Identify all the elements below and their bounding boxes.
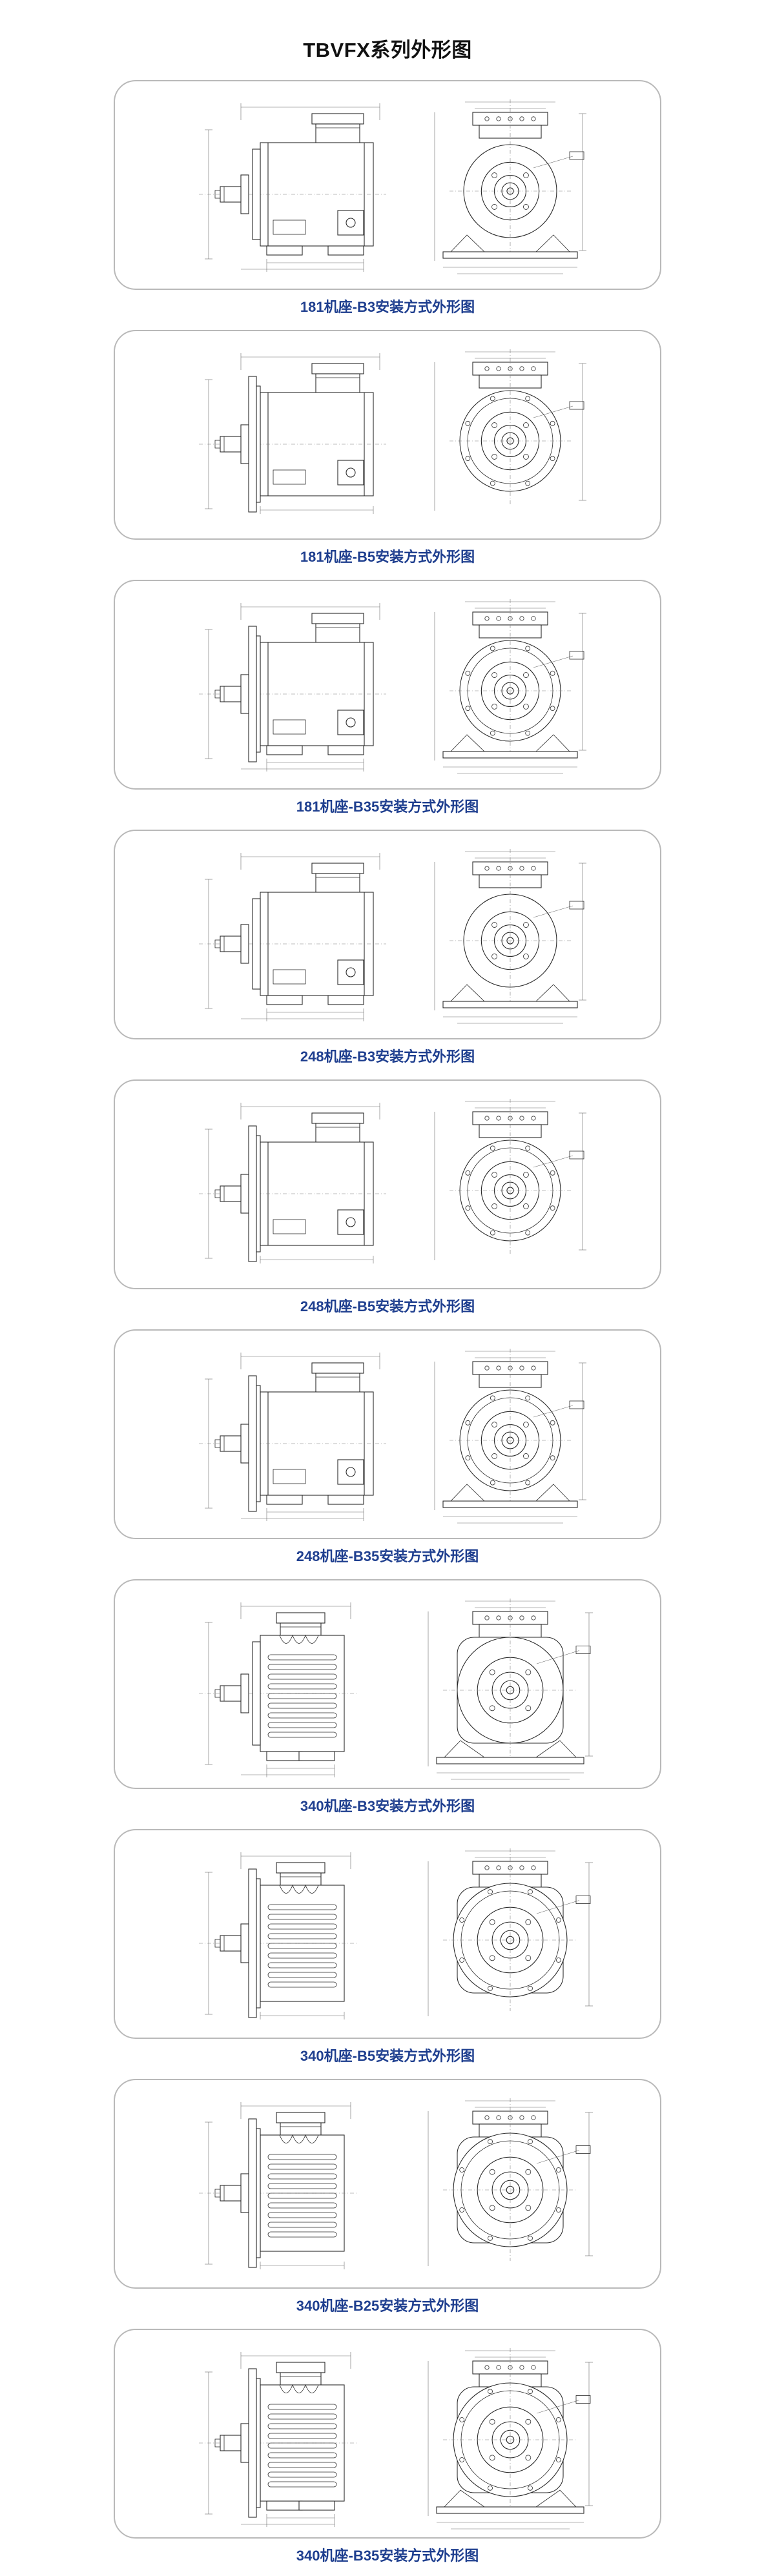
- drawing-card: [114, 2079, 661, 2289]
- end-view: [434, 99, 586, 274]
- drawing-caption: 181机座-B5安装方式外形图: [300, 549, 475, 565]
- side-view: [199, 103, 386, 272]
- end-view: [428, 2348, 593, 2530]
- drawing-caption: 340机座-B35安装方式外形图: [296, 2548, 479, 2564]
- dimension-drawing: [199, 349, 586, 514]
- drawing-caption: 248机座-B35安装方式外形图: [296, 1548, 479, 1564]
- drawing-caption: 340机座-B3安装方式外形图: [300, 1798, 475, 1814]
- end-view: [434, 849, 586, 1024]
- side-view: [199, 353, 386, 514]
- drawing-card: [114, 830, 661, 1039]
- dimension-drawing: [199, 2098, 593, 2269]
- drawing-caption: 181机座-B35安装方式外形图: [296, 799, 479, 815]
- side-view: [199, 2352, 357, 2527]
- drawing-card: [114, 80, 661, 290]
- drawing-card: [114, 1079, 661, 1289]
- end-view: [434, 599, 586, 774]
- end-view: [434, 349, 586, 511]
- side-view: [199, 1602, 357, 1777]
- dimension-drawing: [199, 1599, 593, 1780]
- dimension-drawing: [199, 1099, 586, 1263]
- dimension-drawing: [199, 1848, 593, 2019]
- side-view: [199, 1103, 386, 1263]
- end-view: [434, 1349, 586, 1524]
- side-view: [199, 2102, 357, 2269]
- side-view: [199, 1353, 386, 1521]
- drawing-card: [114, 1329, 661, 1539]
- drawing-card: [114, 580, 661, 790]
- end-view: [428, 2098, 593, 2266]
- dimension-drawing: [199, 849, 586, 1024]
- side-view: [199, 1852, 357, 2019]
- drawing-caption: 340机座-B25安装方式外形图: [296, 2298, 479, 2314]
- dimension-drawing: [199, 99, 586, 274]
- drawing-card: [114, 1579, 661, 1789]
- drawing-card: [114, 2329, 661, 2539]
- drawing-card: [114, 330, 661, 540]
- drawing-caption: 340机座-B5安装方式外形图: [300, 2048, 475, 2064]
- dimension-drawing: [199, 1349, 586, 1524]
- dimension-drawing: [199, 2348, 593, 2530]
- side-view: [199, 603, 386, 772]
- dimension-drawing: [199, 599, 586, 774]
- end-view: [428, 1848, 593, 2016]
- drawing-caption: 248机座-B5安装方式外形图: [300, 1298, 475, 1314]
- end-view: [434, 1099, 586, 1260]
- side-view: [199, 853, 386, 1021]
- drawing-card: [114, 1829, 661, 2039]
- drawing-caption: 248机座-B3安装方式外形图: [300, 1048, 475, 1065]
- end-view: [428, 1599, 593, 1780]
- page-title: TBVFX系列外形图: [303, 39, 472, 61]
- drawing-caption: 181机座-B3安装方式外形图: [300, 299, 475, 315]
